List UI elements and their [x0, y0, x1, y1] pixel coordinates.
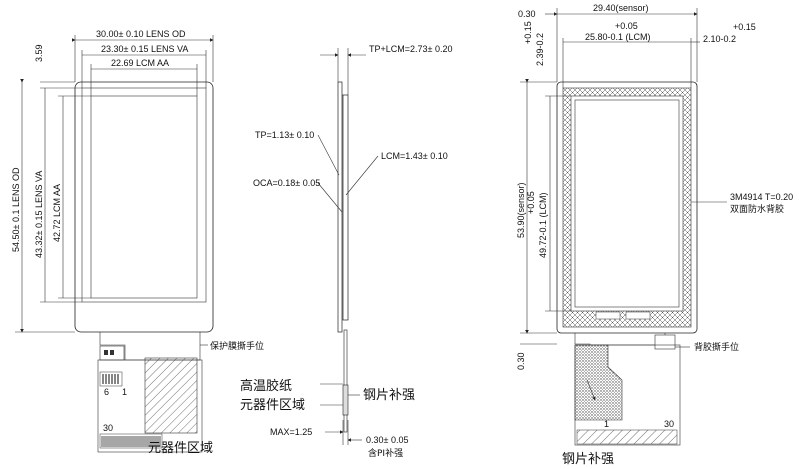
- fpc-top: [99, 332, 201, 361]
- gold-fingers: [99, 433, 163, 449]
- front-view: 30.00± 0.10 LENS OD 23.30± 0.15 LENS VA …: [11, 29, 264, 456]
- lens-va-width-label: 23.30± 0.15 LENS VA: [101, 44, 188, 54]
- back-gold-fingers: [576, 429, 678, 445]
- tol-upper-a: +0.15: [523, 21, 533, 44]
- pi-thickness-label: 0.30± 0.05: [366, 435, 408, 445]
- lens-od-width-label: 30.00± 0.10 LENS OD: [96, 29, 186, 39]
- pi-stiffener-label: 含PI补强: [368, 447, 403, 459]
- back-steel-stiffener-label: 钢片补强: [562, 452, 614, 467]
- pin-6-label: 6: [104, 387, 109, 397]
- pin-1-label: 1: [122, 387, 127, 397]
- lens-od-outline: [74, 81, 214, 333]
- gold-finger-pins: [101, 436, 161, 447]
- tol-lower-a: 2.39-0.2: [535, 33, 545, 66]
- tol-upper-d: +0.05: [526, 191, 536, 214]
- side-steel-stiffener-label: 钢片补强: [363, 388, 415, 403]
- fpc-side: [343, 329, 348, 433]
- lcm-thickness: LCM=1.43± 0.10: [381, 151, 448, 161]
- lens-va-height-label: 43.32± 0.15 LENS VA: [34, 171, 44, 258]
- back-pin-1-label: 1: [604, 419, 609, 429]
- sensor-outline: [556, 81, 698, 334]
- tp-layer: [337, 81, 343, 333]
- left-offset-label: 0.30: [518, 9, 536, 19]
- oca-thickness: OCA=0.18± 0.05: [253, 178, 320, 188]
- back-steel-stiffener: [574, 344, 623, 421]
- tape-desc-label: 双面防水背胶: [730, 203, 784, 215]
- lcm-aa-width-label: 22.69 LCM AA: [111, 58, 169, 68]
- oca-leader: [317, 182, 343, 213]
- back-fpc-top: [574, 333, 666, 346]
- side-view: TP+LCM=2.73± 0.20 TP=1.13± 0.10 LCM=1.43…: [240, 44, 453, 459]
- lens-od-height-label: 54.50± 0.1 LENS OD: [11, 167, 21, 252]
- side-component-area-label: 元器件区域: [240, 398, 305, 413]
- lcm-aa-outline: [90, 95, 198, 299]
- top-offset-label: 3.59: [34, 44, 44, 62]
- lcm-height-label: 49.72-0.1 (LCM): [538, 192, 548, 258]
- back-pin-30-label: 30: [664, 419, 674, 429]
- back-pad-left: [595, 311, 621, 320]
- lcm-layer: [342, 94, 349, 321]
- pin-30-label: 30: [103, 423, 113, 433]
- max-height-label: MAX=1.25: [270, 427, 312, 437]
- sensor-width-label: 29.40(sensor): [593, 3, 649, 13]
- tape-spec-label: 3M4914 T=0.20: [730, 192, 793, 202]
- tol-upper-b: +0.05: [615, 21, 638, 31]
- back-fpc-body: [574, 344, 681, 446]
- tp-leader: [317, 134, 340, 176]
- back-view: 0.30 29.40(sensor) +0.15 2.39-0.2 +0.05 …: [516, 3, 793, 467]
- lens-va-outline: [81, 87, 207, 303]
- back-tab: [654, 334, 676, 350]
- back-pad-right: [625, 311, 651, 320]
- component-area: [144, 357, 198, 434]
- tp-lcm-thickness: TP+LCM=2.73± 0.20: [369, 44, 453, 54]
- lcm-back-outline: [570, 95, 684, 312]
- bottom-offset-label: 0.30: [516, 352, 526, 370]
- tp-thickness: TP=1.13± 0.10: [255, 130, 314, 140]
- lcm-width-label: 25.80-0.1 (LCM): [585, 32, 651, 42]
- lcm-aa-height-label: 42.72 LCM AA: [52, 184, 62, 242]
- high-temp-tape-label: 高温胶纸: [240, 378, 292, 394]
- tol-lower-c: 2.10-0.2: [703, 34, 736, 44]
- back-tab-note: 背胶撕手位: [694, 341, 739, 353]
- sensor-height-label: 53.90(sensor): [516, 182, 526, 238]
- component-area-label: 元器件区域: [148, 441, 213, 456]
- lcm-leader: [345, 155, 379, 196]
- tol-upper-c: +0.15: [733, 22, 756, 32]
- film-tab-note: 保护膜撕手位: [210, 340, 264, 352]
